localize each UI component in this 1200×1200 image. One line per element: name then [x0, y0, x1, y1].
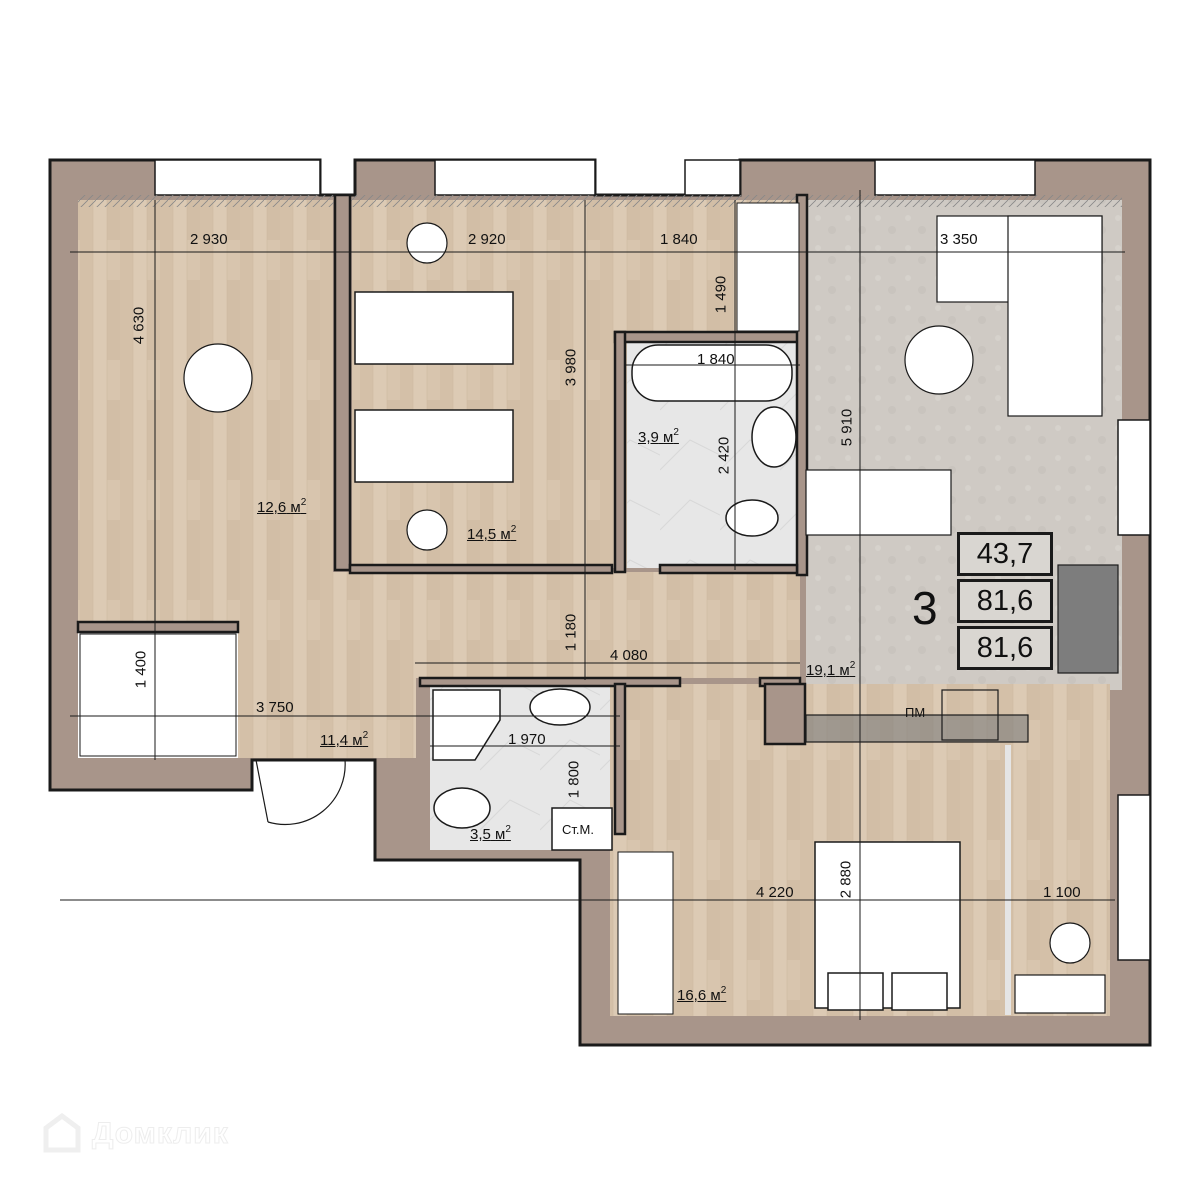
dim-left-bedroom-width: 2 930 [190, 231, 228, 248]
area-kids-bedroom: 14,5 м2 [467, 524, 517, 543]
dim-wc-width: 1 970 [508, 731, 546, 748]
interior-walls [76, 193, 1011, 1015]
floor-corridor [238, 572, 800, 678]
dim-balcony-width: 1 100 [1043, 884, 1081, 901]
dim-corridor-width: 1 180 [562, 613, 580, 652]
dim-wardrobe-depth: 1 400 [132, 650, 150, 689]
area-bedroom-left: 12,6 м2 [257, 497, 307, 516]
floor-bedroom-left [78, 200, 333, 622]
area-bathroom-upper: 3,9 м2 [638, 427, 679, 446]
floor-hallway [238, 678, 416, 758]
dim-kids-width: 2 920 [468, 231, 506, 248]
dim-bath-depth: 2 420 [715, 436, 733, 475]
dim-master-width: 4 220 [756, 884, 794, 901]
area-master-bedroom: 16,6 м2 [677, 985, 727, 1004]
dim-wc-depth: 1 800 [565, 760, 583, 799]
dim-living-width: 3 350 [940, 231, 978, 248]
dim-closet-depth: 1 490 [712, 275, 730, 314]
dim-closet-width: 1 840 [660, 231, 698, 248]
dim-master-depth: 2 880 [837, 860, 855, 899]
living-furniture [183, 215, 1106, 1014]
total-area-cell: 81,6 [957, 579, 1053, 623]
dim-left-bedroom-depth: 4 630 [130, 306, 148, 345]
dim-bath-width: 1 840 [697, 351, 735, 368]
watermark-text: Домклик [92, 1117, 229, 1151]
kitchen-units [805, 564, 1119, 743]
dishwasher-label: ПМ [905, 705, 926, 720]
wardrobes [79, 202, 800, 1015]
total-area-balcony-cell: 81,6 [957, 626, 1053, 670]
dim-corridor-length: 4 080 [610, 647, 648, 664]
washing-machine-label: Ст.М. [562, 822, 594, 837]
dim-kids-depth: 3 980 [562, 348, 580, 387]
area-hallway: 11,4 м2 [320, 730, 369, 749]
area-bathroom-lower: 3,5 м2 [470, 824, 511, 843]
house-logo-icon [43, 1112, 81, 1153]
entrance-door [255, 759, 346, 826]
rooms-count: 3 [912, 582, 938, 634]
dim-living-depth: 5 910 [838, 408, 856, 447]
dimension-lines [60, 190, 1125, 1020]
beds [354, 291, 961, 1011]
watermark: Домклик [40, 1112, 229, 1156]
area-living-kitchen: 19,1 м2 [806, 660, 856, 679]
dim-hall-length: 3 750 [256, 699, 294, 716]
bath-fixtures [432, 344, 797, 851]
living-area-cell: 43,7 [957, 532, 1053, 576]
